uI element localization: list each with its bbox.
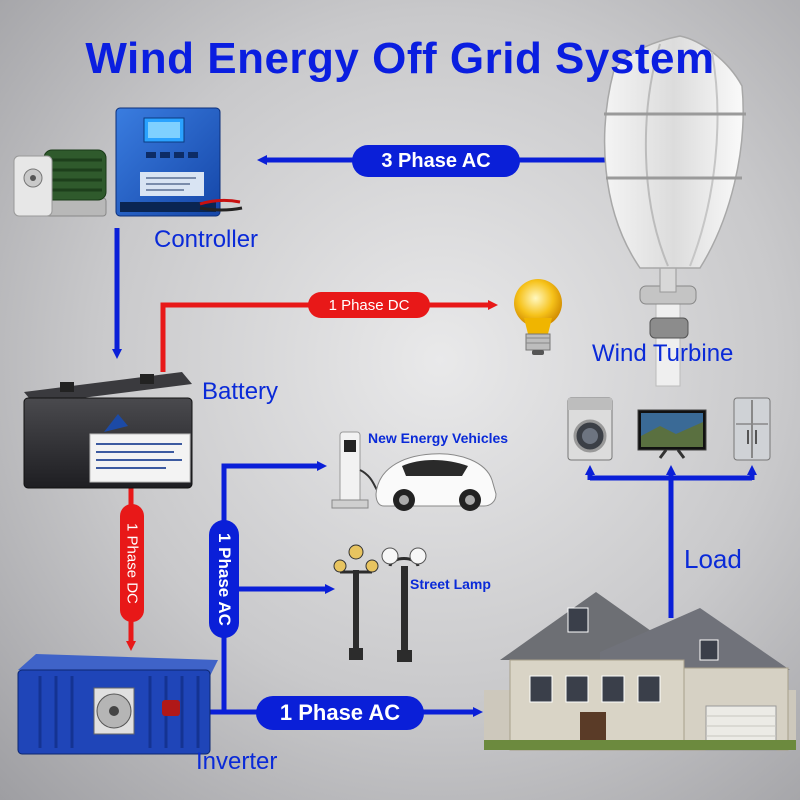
inverter-label: Inverter (196, 748, 278, 775)
street-lamp-label: Street Lamp (410, 576, 491, 592)
inverter-branch-ac-badge: 1 Phase AC (209, 520, 239, 638)
inverter-branch-lines (221, 461, 335, 692)
controller-device-icon (115, 107, 243, 217)
inverter-device-icon (17, 654, 218, 755)
house-to-load-lines (585, 465, 757, 618)
ev-charger-icon (331, 431, 393, 509)
new-energy-vehicles-label: New Energy Vehicles (368, 430, 509, 446)
refrigerator-icon (733, 397, 771, 461)
dump-load-resistor-icon (13, 149, 107, 217)
electric-car-icon (375, 453, 497, 511)
diagram-title: Wind Energy Off Grid System (85, 34, 715, 83)
wind-turbine-icon (603, 35, 746, 387)
battery-inverter-dc-badge: 1 Phase DC (120, 504, 144, 622)
battery-device-icon (23, 372, 193, 489)
television-icon (637, 409, 707, 459)
load-label: Load (684, 544, 742, 574)
washing-machine-icon (567, 397, 613, 461)
street-lamp-icon (333, 544, 427, 662)
battery-bulb-dc-badge: 1 Phase DC (308, 292, 430, 318)
inverter-house-ac-badge: 1 Phase AC (256, 696, 424, 730)
light-bulb-icon (514, 279, 562, 355)
wind-turbine-label: Wind Turbine (592, 340, 734, 367)
house-icon (484, 592, 796, 751)
controller-label: Controller (154, 226, 259, 253)
three-phase-ac-badge: 3 Phase AC (352, 145, 520, 177)
battery-label: Battery (202, 378, 279, 405)
